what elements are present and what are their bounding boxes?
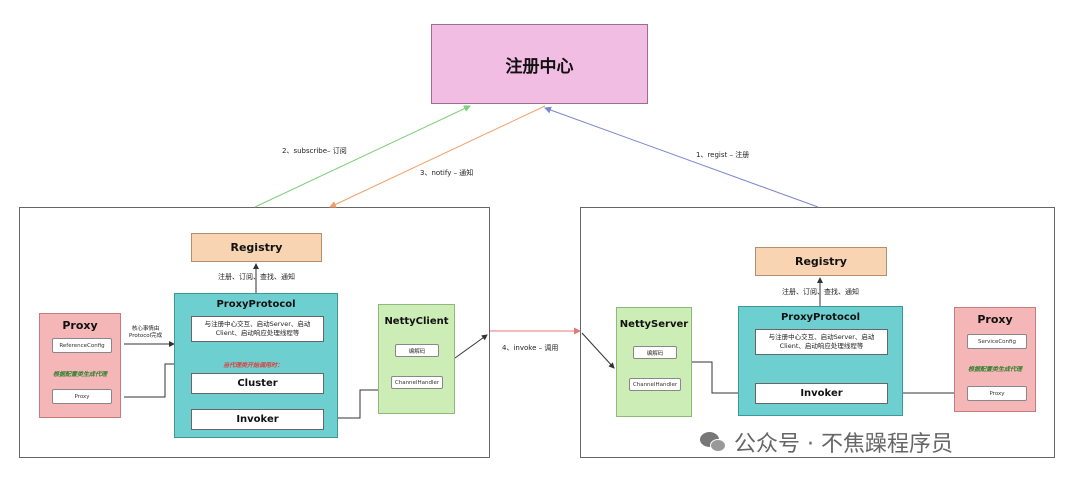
watermark: 公众号 · 不焦躁程序员: [700, 426, 953, 458]
netty-server-codec: 编解码: [633, 346, 677, 359]
provider-protocol-panel: ProxyProtocol 与注册中心交互、启动Server、启动Client、…: [738, 306, 903, 416]
provider-invoker-box: Invoker: [755, 383, 888, 404]
netty-server-title: NettyServer: [619, 319, 689, 330]
cluster-box: Cluster: [191, 373, 324, 394]
core-note: 核心事情由 Protocol完成: [129, 326, 163, 339]
provider-proxy-title: Proxy: [977, 313, 1013, 326]
consumer-registry: Registry: [191, 233, 322, 262]
consumer-registry-ops: 注册、订阅、查找、通知: [218, 273, 295, 281]
consumer-proxy-panel: Proxy ReferenceConfig 根据配置类生成代理 Proxy: [39, 313, 121, 418]
provider-gen-proxy-label: 根据配置类生成代理: [967, 366, 1022, 373]
notify-label: 3、notify – 通知: [420, 169, 474, 177]
registry-center: 注册中心: [431, 24, 648, 104]
invoke-label: 4、invoke – 调用: [502, 344, 559, 352]
consumer-proxy-inner: Proxy: [52, 389, 112, 404]
subscribe-edge: [254, 105, 471, 208]
netty-server-panel: NettyServer 编解码 ChannelHandler: [616, 307, 692, 417]
call-note: 当代理类开始调用时：: [223, 362, 284, 369]
provider-registry-ops: 注册、订阅、查找、通知: [782, 288, 859, 296]
consumer-protocol-desc: 与注册中心交互、启动Server、启动Client、启动响应处理线程等: [191, 316, 324, 342]
consumer-proxy-title: Proxy: [62, 319, 98, 332]
consumer-protocol-panel: ProxyProtocol 与注册中心交互、启动Server、启动Client、…: [174, 293, 338, 438]
consumer-gen-proxy-label: 根据配置类生成代理: [52, 371, 107, 378]
netty-client-panel: NettyClient 编解码 ChannelHandler: [378, 304, 455, 414]
wechat-icon: [700, 430, 728, 454]
reference-config-box: ReferenceConfig: [52, 338, 112, 353]
consumer-protocol-title: ProxyProtocol: [216, 299, 296, 310]
consumer-invoker-box: Invoker: [191, 409, 324, 430]
provider-protocol-title: ProxyProtocol: [780, 312, 861, 323]
watermark-text: 公众号 · 不焦躁程序员: [734, 432, 953, 457]
notify-edge: [329, 105, 546, 208]
netty-client-channel-handler: ChannelHandler: [391, 376, 443, 389]
provider-registry: Registry: [755, 247, 887, 276]
netty-server-channel-handler: ChannelHandler: [629, 378, 681, 391]
regist-label: 1、regist – 注册: [696, 151, 750, 159]
subscribe-label: 2、subscribe– 订阅: [282, 147, 347, 155]
netty-client-title: NettyClient: [384, 316, 449, 327]
provider-protocol-desc: 与注册中心交互、启动Server、启动Client、启动响应处理线程等: [755, 329, 888, 355]
netty-client-codec: 编解码: [395, 344, 439, 357]
provider-proxy-panel: Proxy ServiceConfig 根据配置类生成代理 Proxy: [954, 307, 1036, 412]
provider-proxy-inner: Proxy: [967, 386, 1027, 401]
service-config-box: ServiceConfig: [967, 334, 1027, 349]
regist-edge: [544, 106, 819, 208]
